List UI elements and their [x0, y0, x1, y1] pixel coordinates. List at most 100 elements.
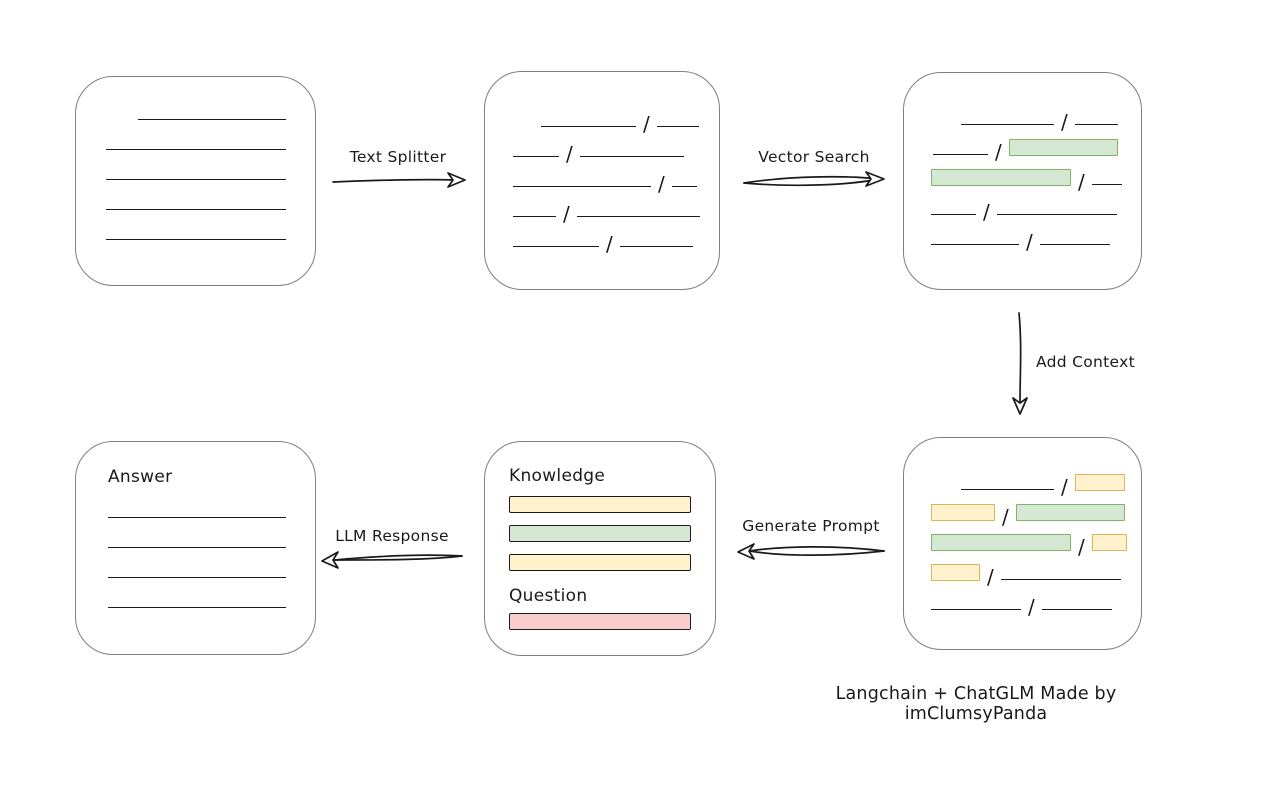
slash-separator: /: [643, 112, 650, 136]
green-bar: [509, 525, 691, 542]
slash-separator: /: [1026, 230, 1033, 254]
text-line: [108, 607, 286, 608]
text-line: [671, 186, 697, 187]
slash-separator: /: [658, 172, 665, 196]
slash-separator: /: [606, 232, 613, 256]
answer-heading: Answer: [108, 467, 173, 487]
split-chunks-box: / / / / /: [484, 71, 720, 290]
generate-prompt-arrow: [737, 543, 885, 560]
document-lines: [76, 77, 315, 241]
chunk-row: /: [931, 521, 1141, 557]
text-line: [1074, 124, 1118, 125]
text-line: [933, 154, 988, 155]
text-line: [1091, 184, 1122, 185]
yellow-chunk-chip: [931, 564, 980, 581]
slash-separator: /: [1061, 475, 1068, 499]
text-line: [576, 216, 700, 217]
yellow-chunk-chip: [931, 504, 995, 521]
text-line: [1039, 244, 1110, 245]
text-line: [106, 149, 286, 150]
add-context-arrow: [1012, 312, 1028, 415]
text-line: [513, 246, 599, 247]
text-line: [656, 126, 699, 127]
slash-separator: /: [995, 140, 1002, 164]
text-line: [513, 216, 556, 217]
split-chunk-rows: / / / / /: [485, 72, 719, 254]
slash-separator: /: [1028, 595, 1035, 619]
vector-search-label: Vector Search: [758, 148, 870, 166]
green-chunk-chip: [931, 169, 1071, 186]
text-line: [108, 517, 286, 518]
text-line: [541, 126, 636, 127]
text-line: [108, 547, 286, 548]
chunk-row: /: [931, 461, 1141, 497]
slash-separator: /: [1078, 535, 1085, 559]
chunk-row: [106, 91, 315, 121]
text-line: [513, 156, 559, 157]
chunk-row: /: [931, 581, 1141, 617]
chunk-row: /: [511, 98, 719, 134]
chunk-row: /: [931, 186, 1141, 222]
chunk-row: /: [511, 158, 719, 194]
text-line: [619, 246, 693, 247]
llm-response-arrow: [321, 551, 463, 569]
matched-chunks-box: / / / / /: [903, 72, 1142, 290]
generate-prompt-label: Generate Prompt: [742, 517, 880, 535]
chunk-row: /: [931, 96, 1141, 132]
text-line: [513, 186, 651, 187]
chunk-row: /: [931, 216, 1141, 252]
chunk-row: /: [511, 188, 719, 224]
slash-separator: /: [1061, 110, 1068, 134]
text-line: [961, 489, 1054, 490]
green-chunk-chip: [1015, 504, 1125, 521]
chunk-row: /: [931, 126, 1141, 162]
yellow-chunk-chip: [1074, 474, 1125, 491]
chunk-row: [106, 211, 315, 241]
add-context-label: Add Context: [1036, 353, 1135, 371]
chunk-row: /: [931, 551, 1141, 587]
text-splitter-label: Text Splitter: [349, 148, 447, 166]
prompt-box: Knowledge Question: [484, 441, 716, 656]
text-line: [138, 119, 286, 120]
slash-separator: /: [1002, 505, 1009, 529]
text-line: [106, 239, 286, 240]
diagram-caption: Langchain + ChatGLM Made by imClumsyPand…: [835, 684, 1117, 724]
chunk-row: [108, 549, 315, 579]
llm-response-label: LLM Response: [335, 527, 449, 545]
question-bars: [509, 613, 715, 630]
chunk-row: /: [511, 128, 719, 164]
chunk-row: [108, 579, 315, 609]
text-line: [931, 244, 1019, 245]
green-chunk-chip: [1008, 139, 1118, 156]
slash-separator: /: [987, 565, 994, 589]
slash-separator: /: [566, 142, 573, 166]
context-chunk-rows: / / / / /: [904, 438, 1141, 617]
slash-separator: /: [1078, 170, 1085, 194]
yellow-bar: [509, 554, 691, 571]
text-line: [108, 577, 286, 578]
slash-separator: /: [563, 202, 570, 226]
chunk-row: /: [931, 156, 1141, 192]
vector-search-arrow: [743, 171, 885, 187]
text-line: [931, 609, 1021, 610]
text-line: [1000, 579, 1121, 580]
text-splitter-arrow: [332, 172, 466, 188]
chunk-row: /: [931, 491, 1141, 527]
text-line: [106, 209, 286, 210]
chunk-row: /: [511, 218, 719, 254]
question-heading: Question: [509, 586, 588, 606]
text-line: [106, 179, 286, 180]
slash-separator: /: [983, 200, 990, 224]
knowledge-bars: [509, 496, 715, 571]
yellow-bar: [509, 496, 691, 513]
context-chunks-box: / / / / /: [903, 437, 1142, 650]
chunk-row: [106, 181, 315, 211]
answer-lines: [108, 487, 315, 609]
answer-box-content: Answer: [76, 442, 315, 609]
answer-box: Answer: [75, 441, 316, 655]
prompt-box-content: Knowledge Question: [485, 442, 715, 630]
yellow-chunk-chip: [1091, 534, 1127, 551]
source-document-box: [75, 76, 316, 286]
text-line: [961, 124, 1054, 125]
